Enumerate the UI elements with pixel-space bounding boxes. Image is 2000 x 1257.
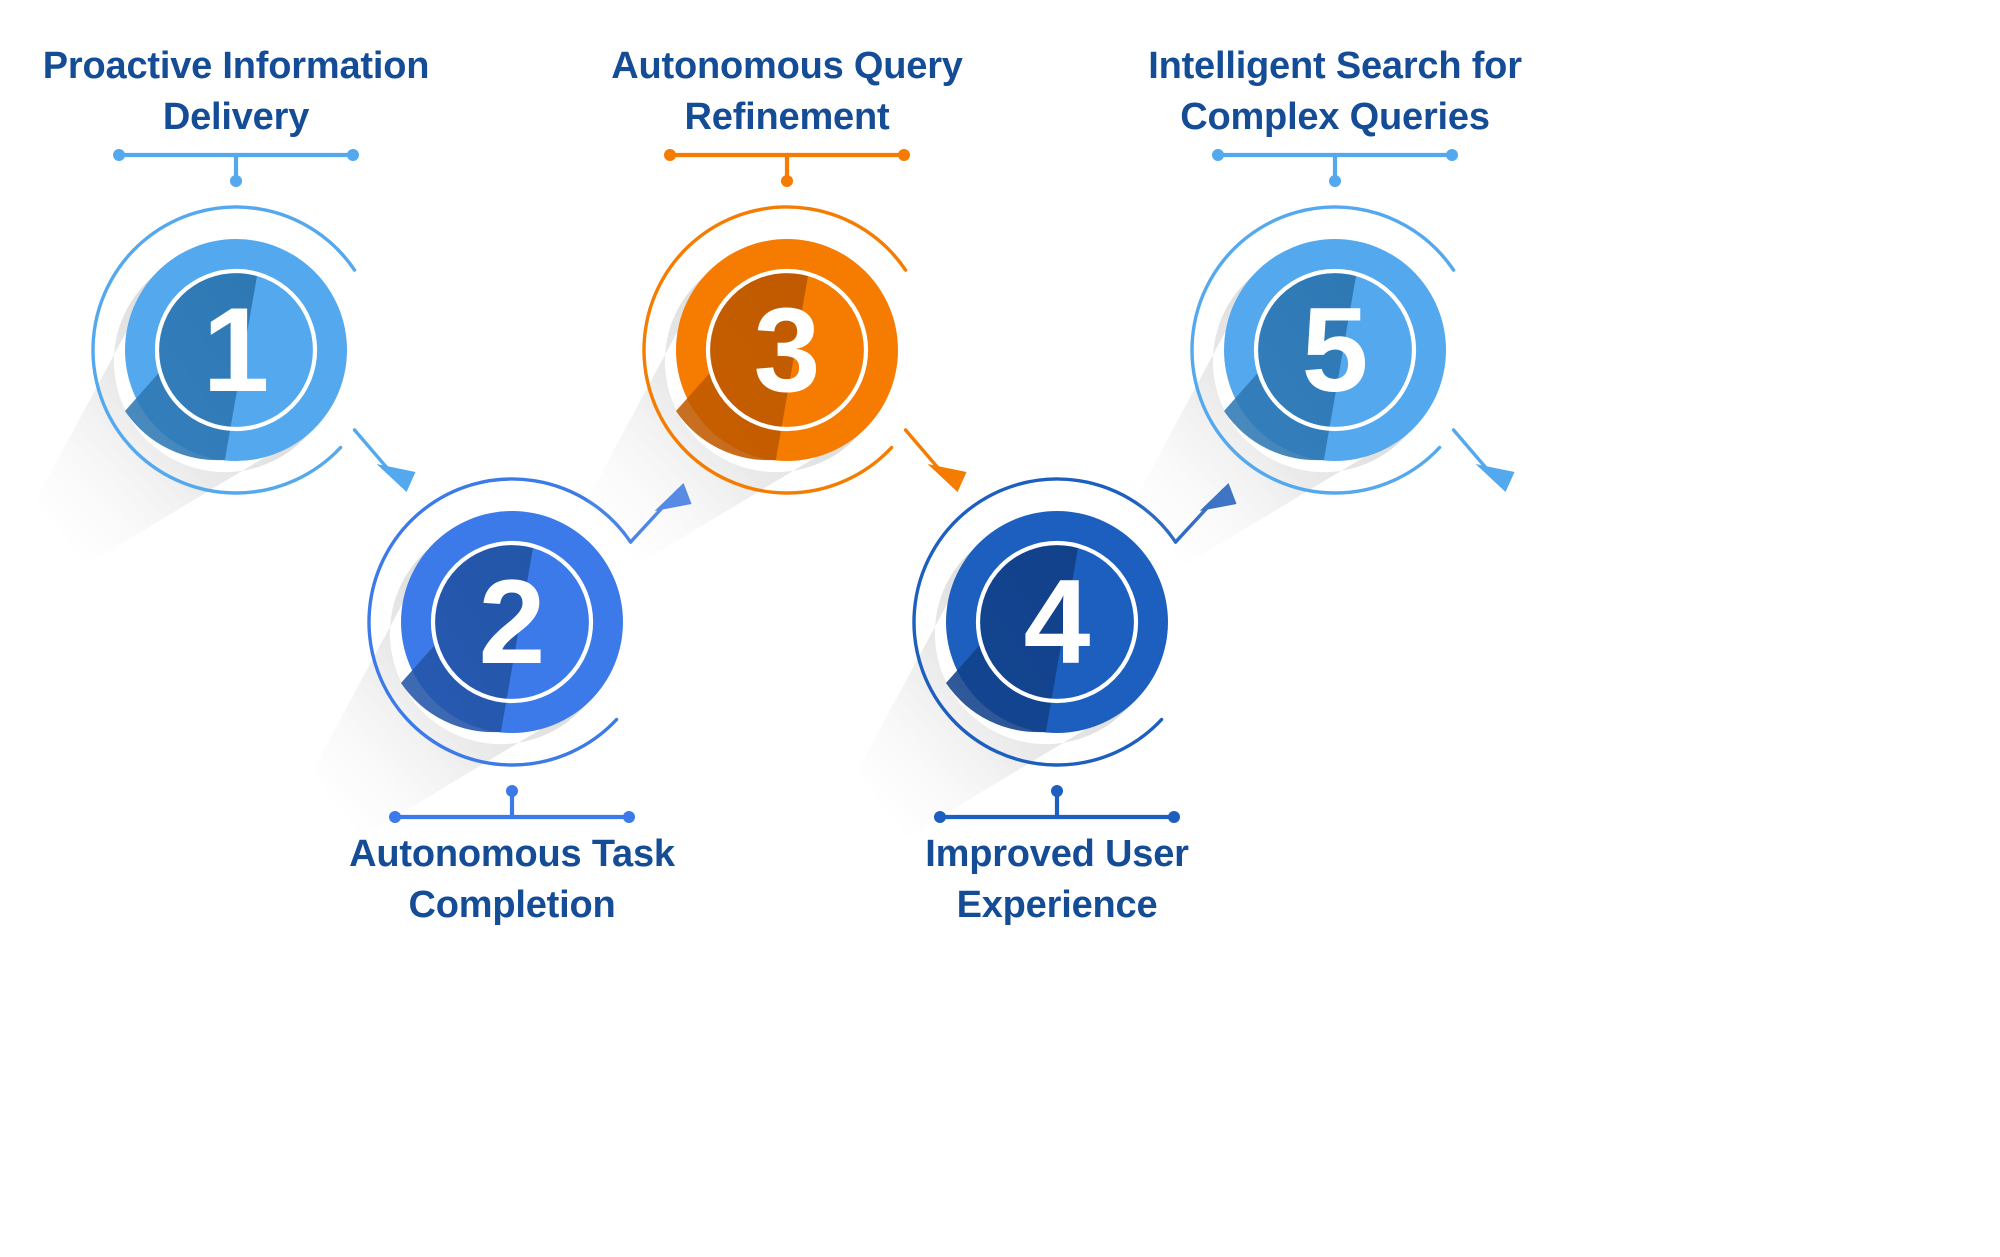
step-4-inner-shadow xyxy=(946,543,1079,733)
step-2-drop-shadow xyxy=(312,544,590,837)
step-3-outer-ring xyxy=(642,205,908,495)
step-2-connector xyxy=(387,783,637,825)
step-1-label: Proactive Information Delivery xyxy=(42,45,430,139)
step-5-connector xyxy=(1210,147,1460,189)
step-5-circle[interactable]: 5 xyxy=(1135,180,1515,565)
step-2-label: Autonomous Task Completion xyxy=(349,833,675,926)
step-4-drop-shadow xyxy=(857,544,1135,837)
step-5-flow-arrow xyxy=(1451,428,1515,492)
step-5-number: 5 xyxy=(1301,283,1369,417)
step-3-circle[interactable]: 3 xyxy=(587,180,967,565)
step-1-inner-ring xyxy=(154,268,318,432)
step-1-drop-shadow xyxy=(36,272,314,565)
step-4-circle[interactable]: 4 xyxy=(857,452,1237,837)
step-2-circle[interactable]: 2 xyxy=(312,452,692,837)
step-2-outer-ring xyxy=(367,477,633,767)
step-3-label: Autonomous Query Refinement xyxy=(611,45,963,139)
step-1-outer-ring xyxy=(91,205,357,495)
step-3-connector xyxy=(662,147,912,189)
step-3-flow-arrow xyxy=(903,428,967,492)
step-3-inner-shadow xyxy=(676,271,809,461)
step-1-number: 1 xyxy=(202,283,270,417)
step-4-number: 4 xyxy=(1023,555,1091,689)
step-5-drop-shadow xyxy=(1135,272,1413,565)
step-4-connector xyxy=(932,783,1182,825)
step-2-inner-ring xyxy=(430,540,594,704)
step-2-inner-shadow xyxy=(401,543,534,733)
step-5-label: Intelligent Search for Complex Queries xyxy=(1148,45,1522,139)
step-1-flow-arrow xyxy=(352,428,416,492)
step-1-connector xyxy=(111,147,361,189)
step-1-circle[interactable]: 1 xyxy=(36,180,416,565)
step-4-label: Improved User Experience xyxy=(925,833,1189,926)
step-1-inner-shadow xyxy=(125,271,258,461)
step-5-inner-shadow xyxy=(1224,271,1357,461)
step-4-outer-ring xyxy=(912,477,1178,767)
step-5-inner-ring xyxy=(1253,268,1417,432)
step-3-number: 3 xyxy=(753,283,821,417)
step-4-inner-ring xyxy=(975,540,1139,704)
step-2-number: 2 xyxy=(478,555,546,689)
step-3-drop-shadow xyxy=(587,272,865,565)
step-5-outer-ring xyxy=(1190,205,1456,495)
step-3-inner-ring xyxy=(705,268,869,432)
